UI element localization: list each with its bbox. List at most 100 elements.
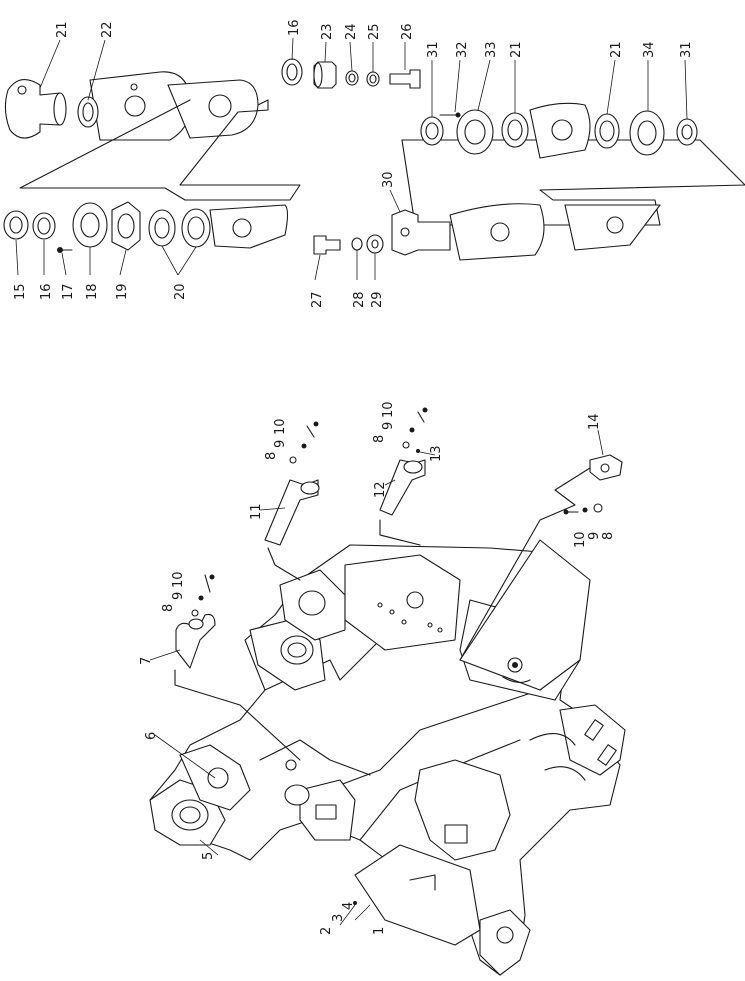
callout-10: 10 xyxy=(171,571,186,588)
ear-bore xyxy=(496,926,514,944)
bushing-23-face xyxy=(313,62,323,88)
bolt-10a xyxy=(204,574,211,593)
lug-bore xyxy=(606,216,624,234)
callout-27: 27 xyxy=(310,291,325,308)
rear-gusset xyxy=(544,766,586,781)
bearing-20a-bore xyxy=(154,217,170,239)
cylinder-bracket xyxy=(259,739,371,776)
callout-8: 8 xyxy=(372,435,387,443)
upper-right-assembly xyxy=(313,102,745,261)
bolt-10c xyxy=(417,411,425,423)
rivet xyxy=(389,609,395,615)
callout-17: 17 xyxy=(61,283,76,300)
ring-31a-bore xyxy=(425,122,439,140)
boss-bore-inner xyxy=(179,806,201,824)
plate-bore xyxy=(124,95,146,117)
washer-25-bore xyxy=(369,74,377,84)
callout-9: 9 xyxy=(381,422,396,430)
callout-7: 7 xyxy=(139,657,154,665)
inner-box xyxy=(444,824,468,844)
callout-33: 33 xyxy=(484,41,499,58)
bolt-2-4 xyxy=(353,901,357,905)
screw-17-head xyxy=(57,247,63,253)
cover-slot xyxy=(502,676,531,683)
callout-21: 21 xyxy=(55,21,70,38)
flange-33-bore xyxy=(464,119,486,145)
ring-16-bore xyxy=(37,217,51,235)
shim-19-bore xyxy=(117,213,135,239)
callout-26: 26 xyxy=(400,23,415,40)
gusset-window xyxy=(315,804,337,820)
callout-labels: 21 22 16 23 24 25 26 31 32 33 21 21 34 3… xyxy=(13,19,694,935)
bolt-10a-head xyxy=(209,574,215,580)
bolt-10b-head xyxy=(313,421,319,427)
callout-5: 5 xyxy=(201,852,216,860)
leader-lines xyxy=(15,37,688,921)
callout-31: 31 xyxy=(426,41,441,58)
callout-21: 21 xyxy=(609,41,624,58)
callout-11: 11 xyxy=(249,503,264,520)
callout-19: 19 xyxy=(115,283,130,300)
flange-34-bore xyxy=(637,120,657,146)
ring-31b-bore xyxy=(681,124,693,140)
washer-8b xyxy=(289,456,297,464)
washer-9b xyxy=(301,443,307,449)
pin-12-head xyxy=(403,460,423,474)
bearing-21c-bore xyxy=(599,120,615,142)
callout-13: 13 xyxy=(429,445,444,462)
pin-assemblies xyxy=(174,407,623,761)
seal-ring-16-bore xyxy=(286,63,298,81)
callout-9: 9 xyxy=(273,440,288,448)
washer-28 xyxy=(351,237,363,251)
washer-8c xyxy=(402,441,410,449)
bolt-26 xyxy=(389,69,421,89)
rivet xyxy=(437,627,443,633)
bearing-21b-bore xyxy=(507,119,523,141)
callout-34: 34 xyxy=(642,41,657,58)
pin-11-head xyxy=(300,481,320,495)
lug-bore xyxy=(551,119,573,141)
washer-29-bore xyxy=(371,239,379,249)
lug-bore xyxy=(490,222,510,242)
callout-10: 10 xyxy=(573,531,588,548)
callout-8: 8 xyxy=(601,532,616,540)
cross-hole xyxy=(406,591,424,609)
cylinder-bore xyxy=(284,784,310,806)
rivet xyxy=(377,602,383,608)
bearing-20b-bore xyxy=(187,216,205,240)
pin-14-hole xyxy=(600,463,610,473)
plate-bore xyxy=(208,94,232,118)
washer-9c xyxy=(409,427,415,433)
ear-slot xyxy=(597,744,617,766)
callout-10: 10 xyxy=(273,418,288,435)
ring-15-bore xyxy=(9,216,23,234)
pin-7-leader xyxy=(174,669,301,761)
callout-23: 23 xyxy=(320,23,335,40)
callout-32: 32 xyxy=(455,41,470,58)
washer-22-bore xyxy=(82,102,94,122)
plate-hole xyxy=(130,83,138,91)
bolt-10b xyxy=(306,425,315,438)
upper-left-assembly xyxy=(3,58,421,253)
callout-20: 20 xyxy=(173,283,188,300)
washer-9a xyxy=(198,595,204,601)
callout-15: 15 xyxy=(13,283,28,300)
callout-4: 4 xyxy=(341,902,356,910)
pin-end xyxy=(53,92,67,126)
callout-8: 8 xyxy=(161,604,176,612)
screw-13 xyxy=(416,449,420,453)
callout-30: 30 xyxy=(381,171,396,188)
callout-18: 18 xyxy=(85,283,100,300)
callout-12: 12 xyxy=(373,481,388,498)
callout-9: 9 xyxy=(171,592,186,600)
pin-12 xyxy=(379,459,426,516)
callout-22: 22 xyxy=(100,21,115,38)
callout-2: 2 xyxy=(319,927,334,935)
pin-7 xyxy=(175,613,216,669)
bolt-10d-head xyxy=(563,509,569,515)
boss-bore xyxy=(207,767,229,789)
pin-hole xyxy=(17,85,27,95)
flange-18-bore xyxy=(80,212,100,238)
